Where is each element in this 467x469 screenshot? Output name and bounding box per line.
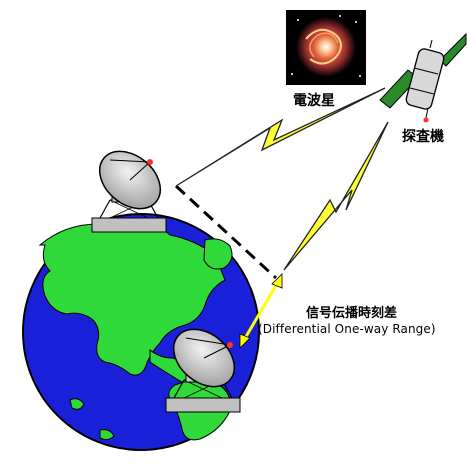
radio-star-label: 電波星 xyxy=(293,93,335,109)
time-difference-arrow xyxy=(239,273,283,349)
path-difference-line xyxy=(174,184,278,280)
signal-bolt-icon xyxy=(283,121,389,271)
probe-label: 探査機 xyxy=(402,129,444,145)
radio-star-icon xyxy=(286,10,366,85)
signal-bolt-icon xyxy=(175,87,386,187)
antenna-dish-icon xyxy=(91,150,167,233)
differential-one-way-range-label: (Differential One-way Range) xyxy=(258,322,436,336)
antenna-dish-icon xyxy=(165,328,241,413)
spacecraft-icon xyxy=(379,32,467,123)
earth-icon xyxy=(22,213,260,451)
signal-time-difference-label: 信号伝播時刻差 xyxy=(306,306,398,321)
